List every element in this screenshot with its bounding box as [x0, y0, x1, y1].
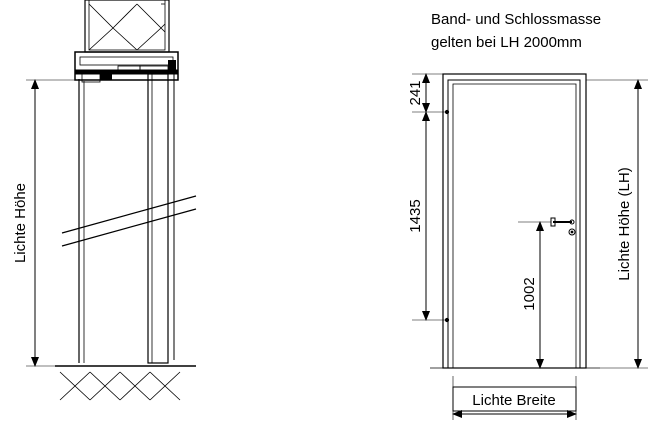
section-height-label: Lichte Höhe	[12, 183, 29, 263]
elevation-left-dimensions	[412, 73, 447, 321]
dim-1435-label: 1435	[407, 199, 424, 232]
elevation-height-label: Lichte Höhe (LH)	[616, 167, 633, 280]
door-frame-elevation	[430, 73, 600, 369]
elevation-width-dimension	[452, 376, 577, 420]
handle-height-dimension	[518, 221, 551, 369]
dim-1002-label: 1002	[521, 277, 538, 310]
elevation-height-dimension	[586, 79, 648, 369]
note-line-2: gelten bei LH 2000mm	[431, 34, 582, 51]
floor	[55, 365, 196, 401]
door-leaf-section	[147, 73, 175, 364]
wall-above	[84, 0, 170, 53]
break-lines	[61, 195, 197, 247]
door-elevation	[412, 73, 648, 420]
dim-241-label: 241	[407, 80, 424, 105]
door-handle-icon	[550, 217, 575, 227]
lock-cylinder-icon	[568, 228, 576, 236]
section-view	[26, 0, 197, 401]
width-label: Lichte Breite	[472, 392, 555, 409]
note-line-1: Band- und Schlossmasse	[431, 11, 601, 28]
door-frame-profile	[74, 51, 179, 363]
section-height-dimension	[26, 79, 84, 367]
